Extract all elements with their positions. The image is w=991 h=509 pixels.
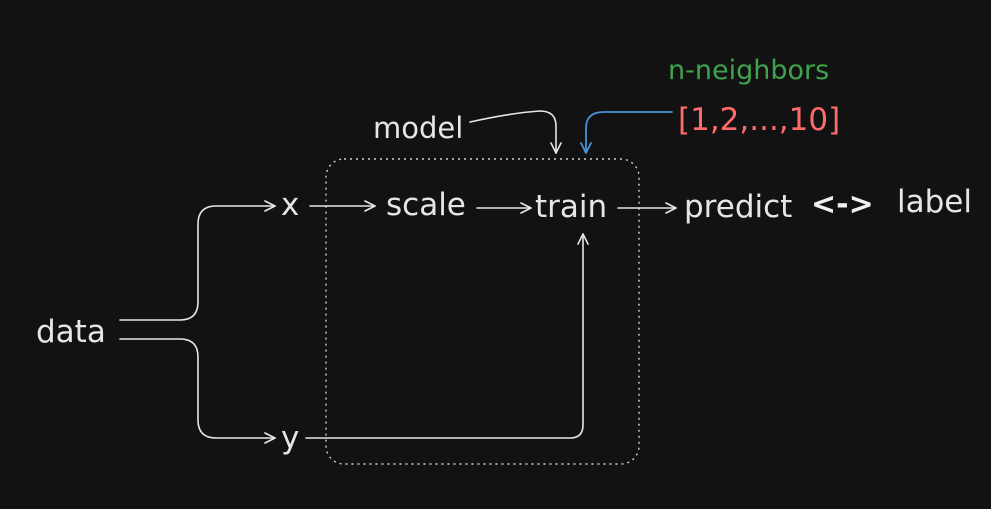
edge-hyperparameter-to-train (580, 111, 673, 154)
node-scale: scale (386, 187, 466, 223)
node-predict: predict (684, 189, 792, 225)
edge-data-to-x (119, 200, 276, 321)
hyperparameter-values: [1,2,...,10] (678, 102, 840, 138)
edge-y-to-train (305, 233, 589, 439)
node-model: model (373, 111, 463, 145)
edge-model-to-train (469, 110, 562, 154)
bidirectional-arrow-symbol: <-> (811, 187, 874, 222)
hyperparameter-name: n-neighbors (668, 55, 829, 86)
pipeline-box (325, 158, 640, 465)
node-data: data (36, 314, 106, 350)
node-label: label (897, 184, 972, 220)
edge-data-to-y (119, 338, 276, 444)
node-y: y (281, 420, 299, 456)
node-x: x (281, 187, 299, 223)
node-train: train (535, 189, 607, 225)
